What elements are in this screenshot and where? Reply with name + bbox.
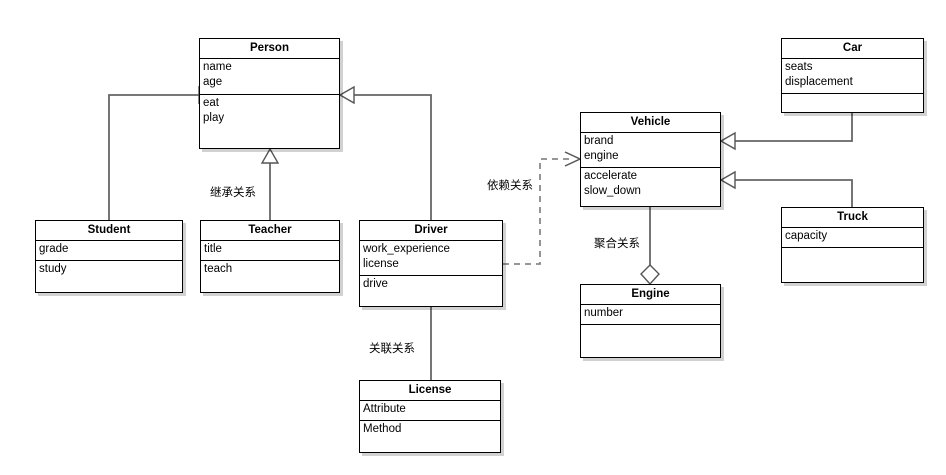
method-row: accelerate xyxy=(584,170,638,182)
attribute-row: age xyxy=(203,76,223,88)
class-box-vehicle[interactable]: Vehicle brand engine accelerate slow_down xyxy=(580,112,721,207)
attribute-row: title xyxy=(204,243,222,255)
class-box-truck[interactable]: Truck capacity xyxy=(781,207,924,283)
connector-driver-vehicle[interactable] xyxy=(503,151,582,265)
attribute-row: number xyxy=(584,307,623,319)
attribute-row: grade xyxy=(39,243,69,255)
class-attributes-student: grade xyxy=(36,241,182,261)
class-box-student[interactable]: Student grade study xyxy=(35,220,183,293)
attribute-row: brand xyxy=(584,135,614,147)
method-row: play xyxy=(203,112,225,124)
class-name-driver: Driver xyxy=(360,221,502,241)
method-row: drive xyxy=(363,278,388,290)
attribute-row: work_experience xyxy=(363,243,450,255)
class-box-engine[interactable]: Engine number xyxy=(580,284,721,358)
class-methods-car xyxy=(782,94,923,111)
class-box-car[interactable]: Car seats displacement xyxy=(781,38,924,113)
class-name-student: Student xyxy=(36,221,182,241)
class-attributes-vehicle: brand engine xyxy=(581,133,720,168)
label-dependency: 依赖关系 xyxy=(487,178,533,192)
class-attributes-license: Attribute xyxy=(360,401,500,421)
label-association: 关联关系 xyxy=(369,341,415,355)
class-methods-teacher: teach xyxy=(201,261,339,291)
class-methods-student: study xyxy=(36,261,182,291)
class-attributes-teacher: title xyxy=(201,241,339,261)
class-methods-driver: drive xyxy=(360,276,502,305)
class-name-teacher: Teacher xyxy=(201,221,339,241)
attribute-row: engine xyxy=(584,150,619,162)
method-row: eat xyxy=(203,97,219,109)
label-aggregation: 聚合关系 xyxy=(594,236,640,250)
method-row: Method xyxy=(363,423,402,435)
attribute-row: name xyxy=(203,61,232,73)
class-methods-engine xyxy=(581,325,720,356)
class-methods-person: eat play xyxy=(200,95,339,147)
class-name-person: Person xyxy=(200,39,339,59)
class-methods-license: Method xyxy=(360,421,500,451)
class-box-teacher[interactable]: Teacher title teach xyxy=(200,220,340,293)
class-name-car: Car xyxy=(782,39,923,59)
connector-vehicle-engine[interactable] xyxy=(640,207,660,286)
attribute-row: displacement xyxy=(785,76,853,88)
class-name-engine: Engine xyxy=(581,285,720,305)
class-methods-truck xyxy=(782,248,923,281)
attribute-row: Attribute xyxy=(363,403,406,415)
class-methods-vehicle: accelerate slow_down xyxy=(581,168,720,205)
class-attributes-truck: capacity xyxy=(782,228,923,248)
class-attributes-person: name age xyxy=(200,59,339,95)
connector-student-person[interactable] xyxy=(108,85,215,220)
connector-teacher-person[interactable] xyxy=(260,147,280,220)
method-row: teach xyxy=(204,263,233,275)
class-name-vehicle: Vehicle xyxy=(581,113,720,133)
class-name-license: License xyxy=(360,381,500,401)
method-row: slow_down xyxy=(584,185,641,197)
method-row: study xyxy=(39,263,67,275)
attribute-row: seats xyxy=(785,61,813,73)
class-attributes-engine: number xyxy=(581,305,720,325)
label-inheritance: 继承关系 xyxy=(210,185,256,199)
connector-car-vehicle[interactable] xyxy=(719,113,853,151)
class-box-person[interactable]: Person name age eat play xyxy=(199,38,340,149)
attribute-row: license xyxy=(363,258,399,270)
class-name-truck: Truck xyxy=(782,208,923,228)
connector-driver-person[interactable] xyxy=(338,85,432,220)
attribute-row: capacity xyxy=(785,230,828,242)
class-attributes-car: seats displacement xyxy=(782,59,923,94)
